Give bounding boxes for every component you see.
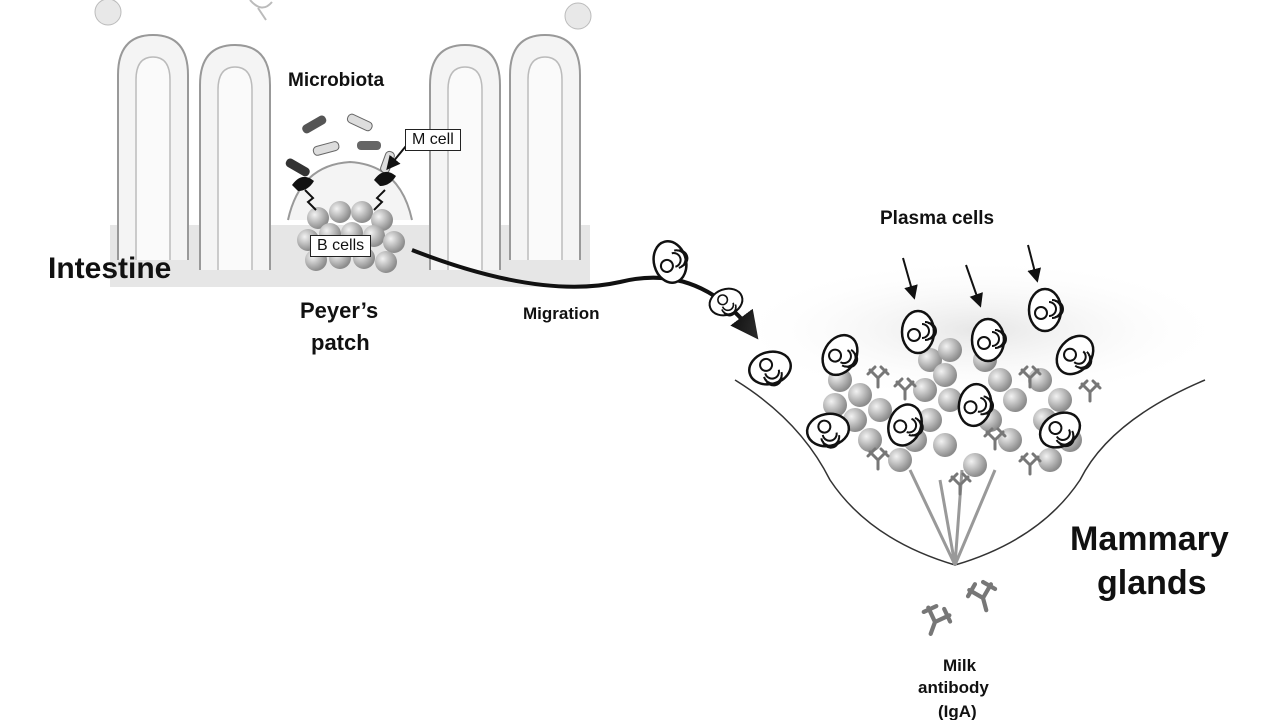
villus — [509, 34, 581, 261]
peyers-patch-label-line1: Peyer’s — [300, 298, 379, 323]
sun-microbe — [94, 0, 592, 30]
villus — [117, 34, 189, 261]
migration-label: Migration — [523, 304, 600, 323]
milk-antibody-label-line1: Milk — [943, 656, 977, 675]
mammary-gland-illustration — [730, 244, 1230, 639]
dendritic-cell — [292, 171, 396, 211]
plasma-cell-pointer — [965, 264, 983, 308]
milk-antibody-label-line2: antibody — [918, 678, 989, 697]
b-cells-label: B cells — [310, 235, 372, 257]
m-cell-pointer — [386, 145, 407, 171]
mammary-glands-label-line1: Mammary — [1070, 520, 1229, 558]
intestine-label: Intestine — [48, 252, 172, 285]
plasma-cell-pointer — [1027, 244, 1041, 283]
milk-antibody-label-line3: (IgA) — [938, 702, 977, 720]
milk-ducts — [908, 469, 997, 566]
mammary-glands-label-line2: glands — [1097, 564, 1207, 602]
villus — [429, 44, 501, 271]
m-cell-label: M cell — [405, 129, 461, 151]
plasma-cell-pointer — [902, 257, 918, 300]
microbiota-bacteria — [285, 113, 395, 177]
villus — [199, 44, 271, 271]
milk-antibodies — [918, 580, 1000, 639]
plasma-cells-label: Plasma cells — [880, 208, 995, 229]
microbiota-label: Microbiota — [288, 70, 385, 91]
peyers-patch-label-line2: patch — [311, 330, 370, 355]
